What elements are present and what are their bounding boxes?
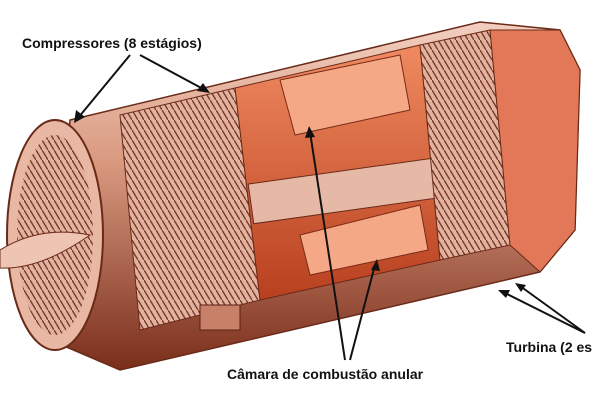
turbine-section [419,29,581,273]
accessory-box [199,304,241,331]
callout-arrows [77,54,586,361]
compressor-label: Compressores (8 estágios) [22,35,202,51]
nose-cone [0,231,92,269]
exhaust-nozzle [489,29,581,273]
turbine-label: Turbina (2 es [506,339,593,355]
compressor-section [119,87,261,331]
combustion-chamber-label: Câmara de combustão anular [227,366,424,382]
arrowheads [74,83,526,298]
combustion-chamber [234,44,453,301]
